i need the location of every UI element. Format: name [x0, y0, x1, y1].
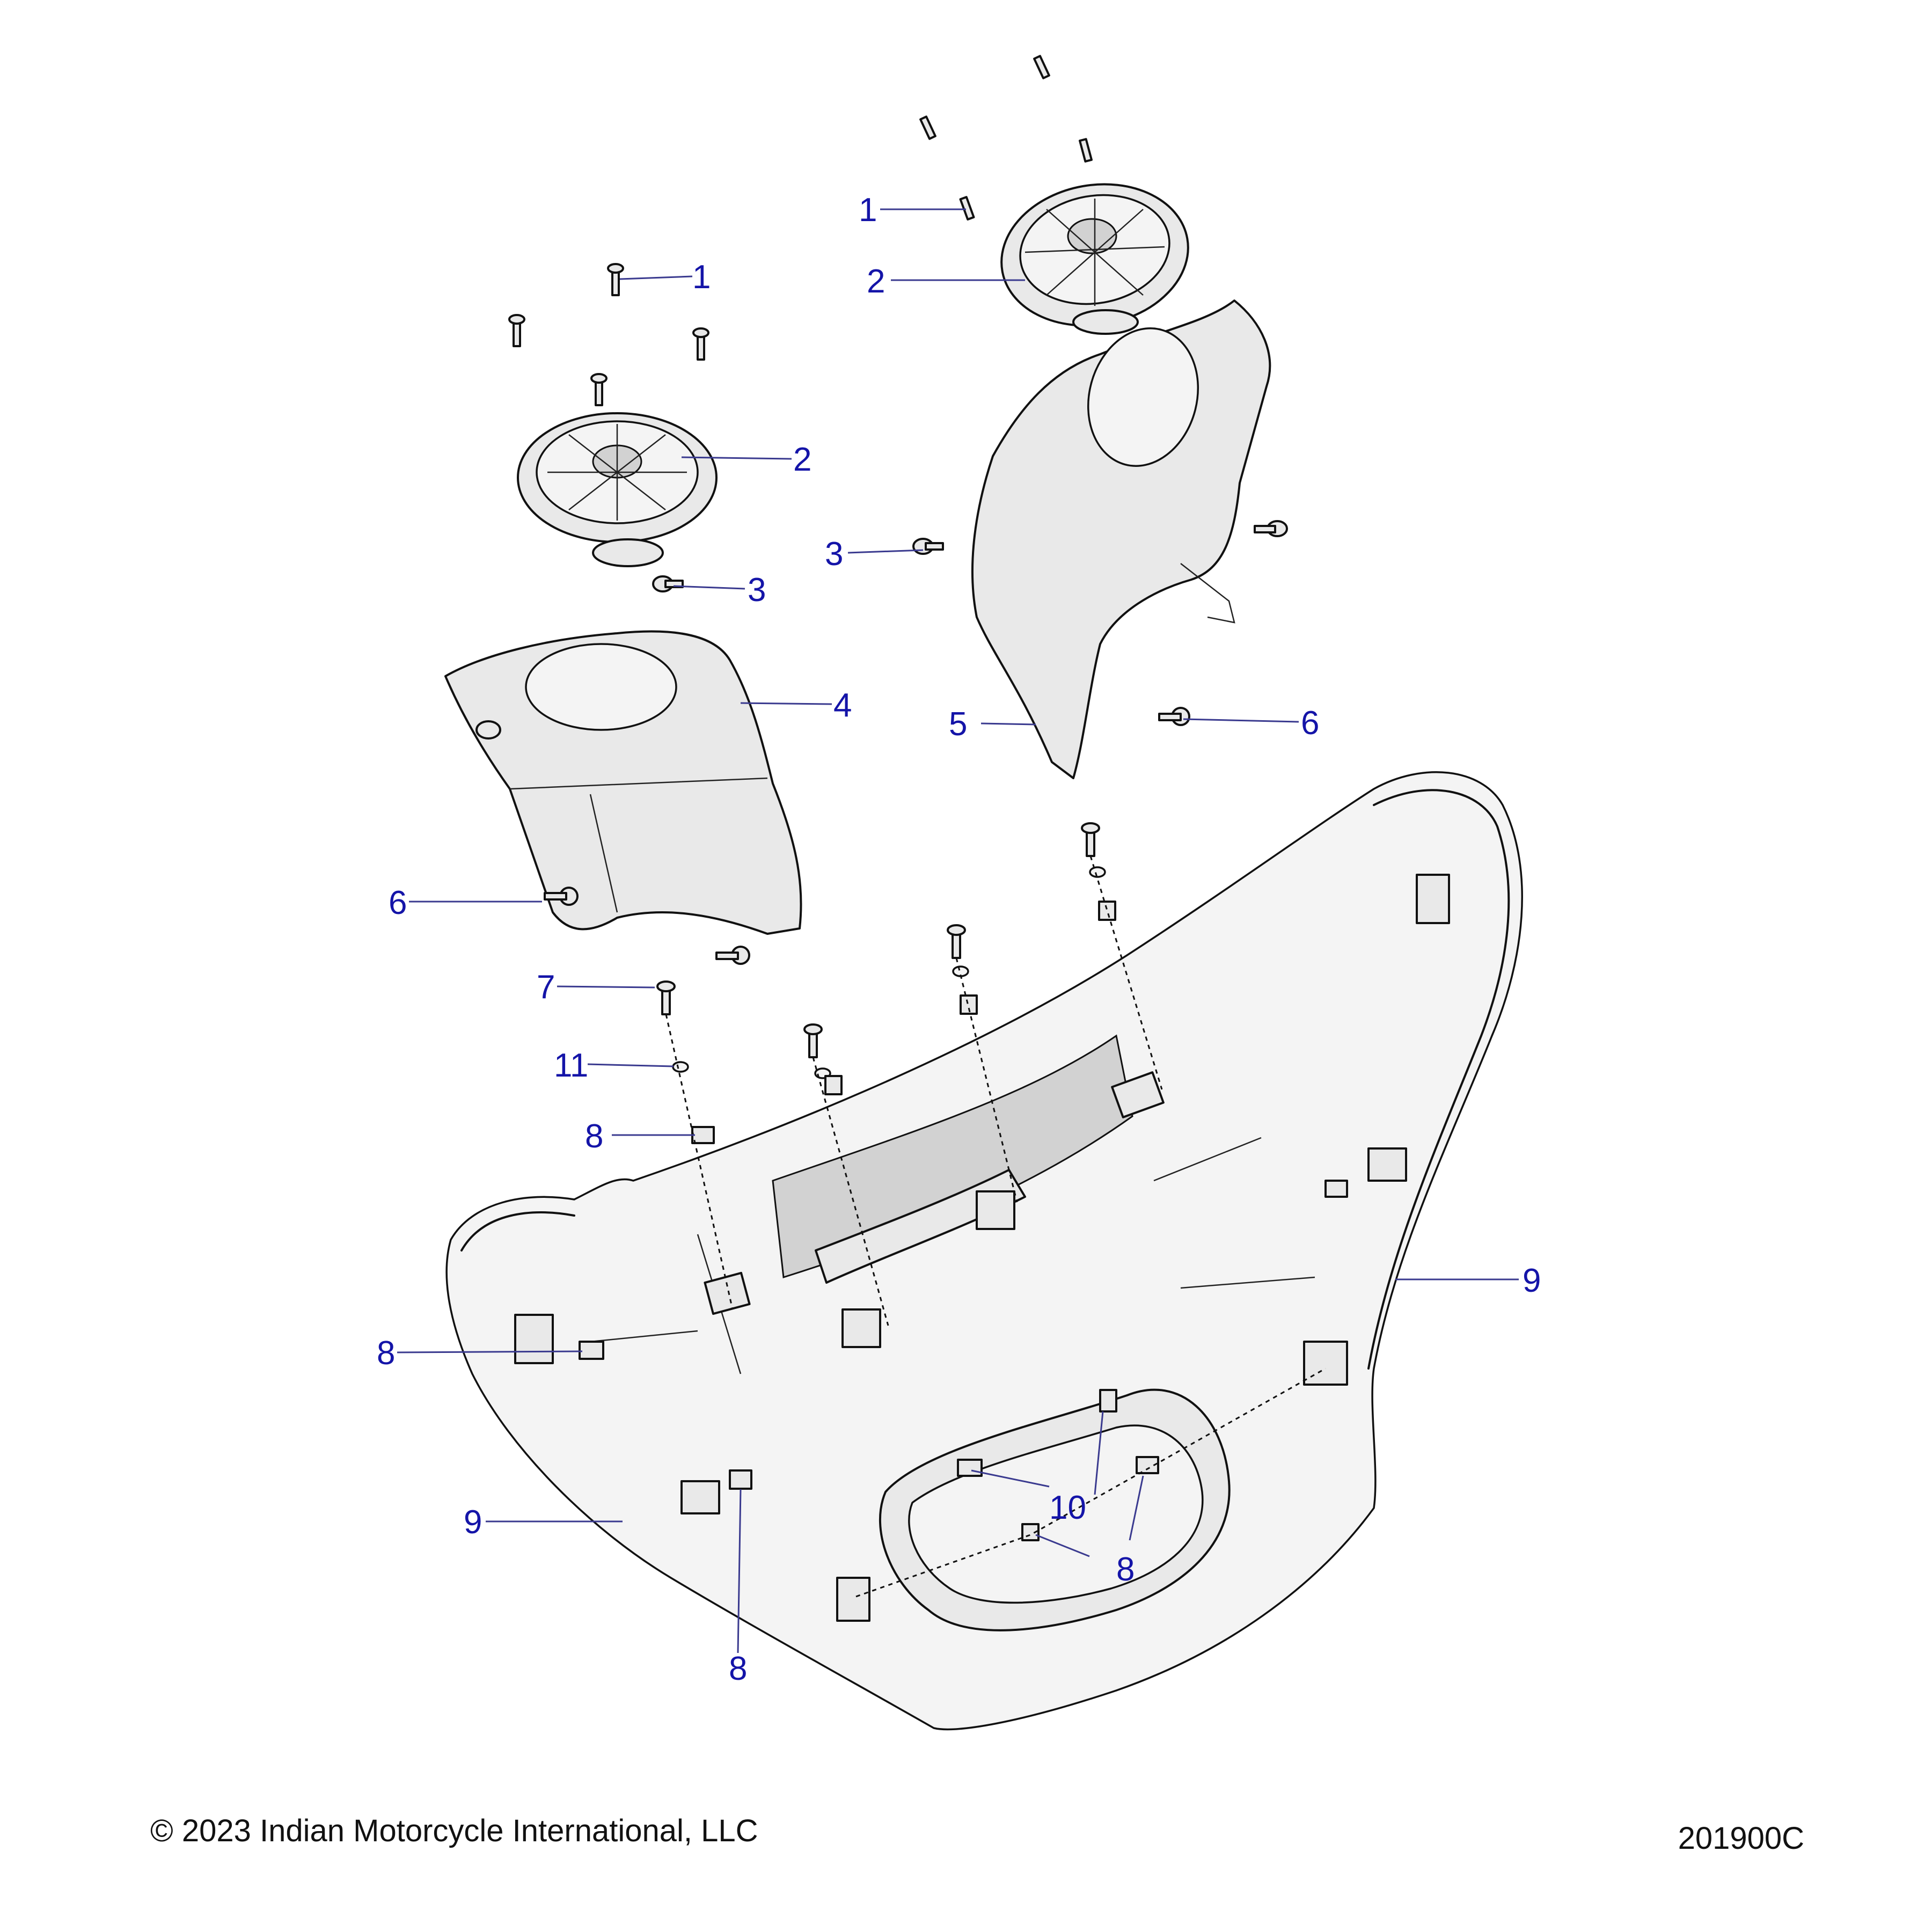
callout-labels: 1 1 2 2 3 3 4 5 6 6 7 11 8 8 9 9 10 8 8 …: [377, 192, 1541, 1687]
callout-8-upper: 8: [585, 1118, 603, 1155]
drawing-number: 201900C: [1678, 1821, 1804, 1856]
callout-8-center: 8: [1116, 1551, 1135, 1588]
speaker-enclosure-right: [971, 299, 1271, 779]
callout-6-right: 6: [1301, 705, 1319, 742]
callout-10: 10: [1049, 1489, 1086, 1526]
callout-3-right: 3: [825, 536, 843, 573]
speaker-left: [517, 412, 718, 567]
callout-9-right: 9: [1523, 1262, 1541, 1299]
callout-4: 4: [833, 687, 852, 724]
callout-1-left: 1: [692, 259, 711, 296]
speaker-enclosure-left: [444, 630, 802, 935]
screws-group: [508, 55, 1348, 1598]
callout-8-left: 8: [377, 1335, 395, 1372]
callout-11: 11: [554, 1047, 588, 1084]
leader-lines: [397, 208, 1519, 1653]
callout-3-left: 3: [748, 572, 766, 609]
copyright-notice: © 2023 Indian Motorcycle International, …: [150, 1813, 758, 1848]
callout-1-right: 1: [859, 192, 877, 229]
fairing-assembly: [445, 771, 1523, 1731]
callout-6-left: 6: [389, 884, 407, 921]
callout-5: 5: [949, 706, 967, 743]
callout-9-left: 9: [464, 1504, 482, 1541]
callout-8-bottom: 8: [729, 1650, 747, 1687]
callout-2-right: 2: [867, 263, 885, 300]
callout-2-left: 2: [793, 441, 811, 478]
callout-7: 7: [537, 969, 555, 1006]
speaker-right: [1000, 183, 1189, 335]
